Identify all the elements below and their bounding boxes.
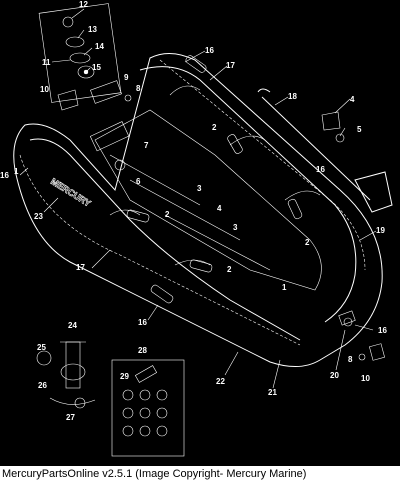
callout-label: 6 xyxy=(136,177,141,186)
callout-label: 1 xyxy=(14,167,19,176)
callout-label: 20 xyxy=(330,371,339,380)
bow-valve-parts xyxy=(338,310,385,361)
callout-label: 2 xyxy=(212,123,217,132)
callout-label: 12 xyxy=(79,0,88,9)
callout-label: 10 xyxy=(361,374,370,383)
callout-label: 15 xyxy=(92,63,101,72)
callout-label: 16 xyxy=(205,46,214,55)
callout-label: 14 xyxy=(95,42,104,51)
callout-label: 26 xyxy=(38,381,47,390)
callout-label: 28 xyxy=(138,346,147,355)
callout-label: 11 xyxy=(42,58,51,67)
callout-label: 2 xyxy=(227,265,232,274)
callout-label: 4 xyxy=(217,204,222,213)
transom-parts xyxy=(57,80,132,111)
foot-pump xyxy=(36,341,96,409)
callout-label: 19 xyxy=(376,226,385,235)
callout-label: 17 xyxy=(226,61,235,70)
callout-label: 29 xyxy=(120,372,129,381)
callout-label: 23 xyxy=(34,212,43,221)
callout-label: 22 xyxy=(216,377,225,386)
callout-label: 16 xyxy=(0,171,9,180)
callout-label: 5 xyxy=(357,125,362,134)
callout-label: 16 xyxy=(138,318,147,327)
copyright-footer: MercuryPartsOnline v2.5.1 (Image Copyrig… xyxy=(0,466,400,482)
callout-numbers: 12 13 14 11 15 16 17 9 8 10 18 4 5 2 7 6… xyxy=(0,0,387,422)
callout-label: 21 xyxy=(268,388,277,397)
valve-parts xyxy=(38,3,122,103)
callout-label: 2 xyxy=(305,238,310,247)
callout-label: 18 xyxy=(288,92,297,101)
callout-label: 9 xyxy=(124,73,129,82)
callout-label: 7 xyxy=(144,141,149,150)
leader-lines xyxy=(19,8,377,389)
repair-kit xyxy=(111,359,185,457)
callout-label: 3 xyxy=(233,223,238,232)
callout-label: 1 xyxy=(282,283,287,292)
callout-label: 27 xyxy=(66,413,75,422)
callout-label: 24 xyxy=(68,321,77,330)
callout-label: 8 xyxy=(348,355,353,364)
oar xyxy=(257,88,393,213)
callout-label: 8 xyxy=(136,84,141,93)
callout-label: 17 xyxy=(76,263,85,272)
callout-label: 16 xyxy=(316,165,325,174)
brand-text: MERCURY xyxy=(49,176,93,208)
inflatable-boat-hull xyxy=(13,53,383,367)
exploded-parts-diagram: MERCURY xyxy=(0,0,393,457)
callout-label: 25 xyxy=(37,343,46,352)
callout-label: 10 xyxy=(40,85,49,94)
callout-label: 3 xyxy=(197,184,202,193)
callout-label: 16 xyxy=(378,326,387,335)
oarlock-parts xyxy=(321,111,345,143)
callout-label: 13 xyxy=(88,25,97,34)
callout-label: 4 xyxy=(350,95,355,104)
callout-label: 2 xyxy=(165,210,170,219)
